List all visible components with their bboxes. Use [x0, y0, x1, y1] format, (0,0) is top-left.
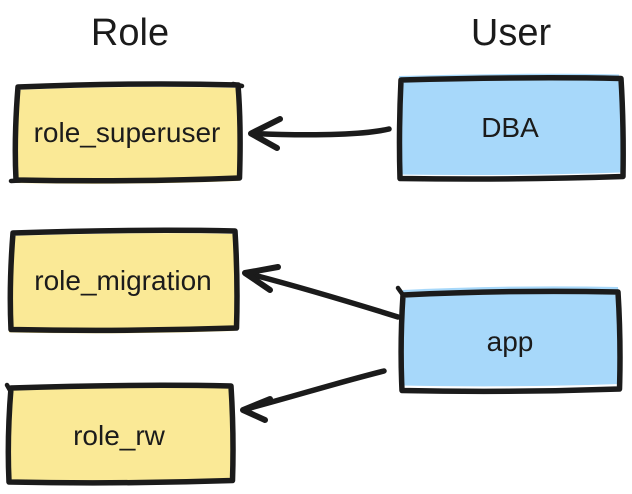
role-rw-box-fill [7, 387, 233, 485]
app-box [398, 288, 623, 395]
corner-tick [4, 382, 14, 395]
role-superuser-box-fill [14, 86, 240, 184]
arrow-head [248, 116, 283, 151]
role-superuser-box [12, 81, 243, 184]
box-fills [7, 73, 622, 485]
arrow-head [242, 264, 281, 293]
role-migration-box [7, 227, 240, 334]
role-migration-box-fill [8, 233, 236, 334]
role-migration-label: role_migration [34, 265, 212, 296]
column-title-user: User [470, 12, 552, 54]
corner-tick [395, 285, 406, 298]
arrows [240, 116, 401, 423]
arrow-shaft [251, 126, 392, 138]
app-box-fill [401, 286, 620, 387]
box-outlines [4, 75, 626, 486]
role-rw-label: role_rw [73, 420, 165, 451]
arrow-app-to-role-rw [240, 368, 387, 423]
arrow-dba-to-role-superuser [248, 116, 392, 151]
role-superuser-label: role_superuser [33, 117, 221, 148]
arrow-app-to-role-migration [242, 264, 401, 320]
arrow-shaft [247, 368, 387, 411]
user-app-label: app [486, 326, 534, 357]
role-rw-box [5, 382, 236, 486]
arrow-head [240, 396, 273, 423]
corner-tick [230, 81, 245, 89]
dba-box [396, 75, 626, 182]
corner-tick [8, 178, 23, 184]
user-dba-label: DBA [481, 112, 539, 143]
arrow-shaft [247, 271, 401, 320]
column-title-role: Role [90, 12, 170, 54]
dba-box-fill [397, 73, 622, 175]
